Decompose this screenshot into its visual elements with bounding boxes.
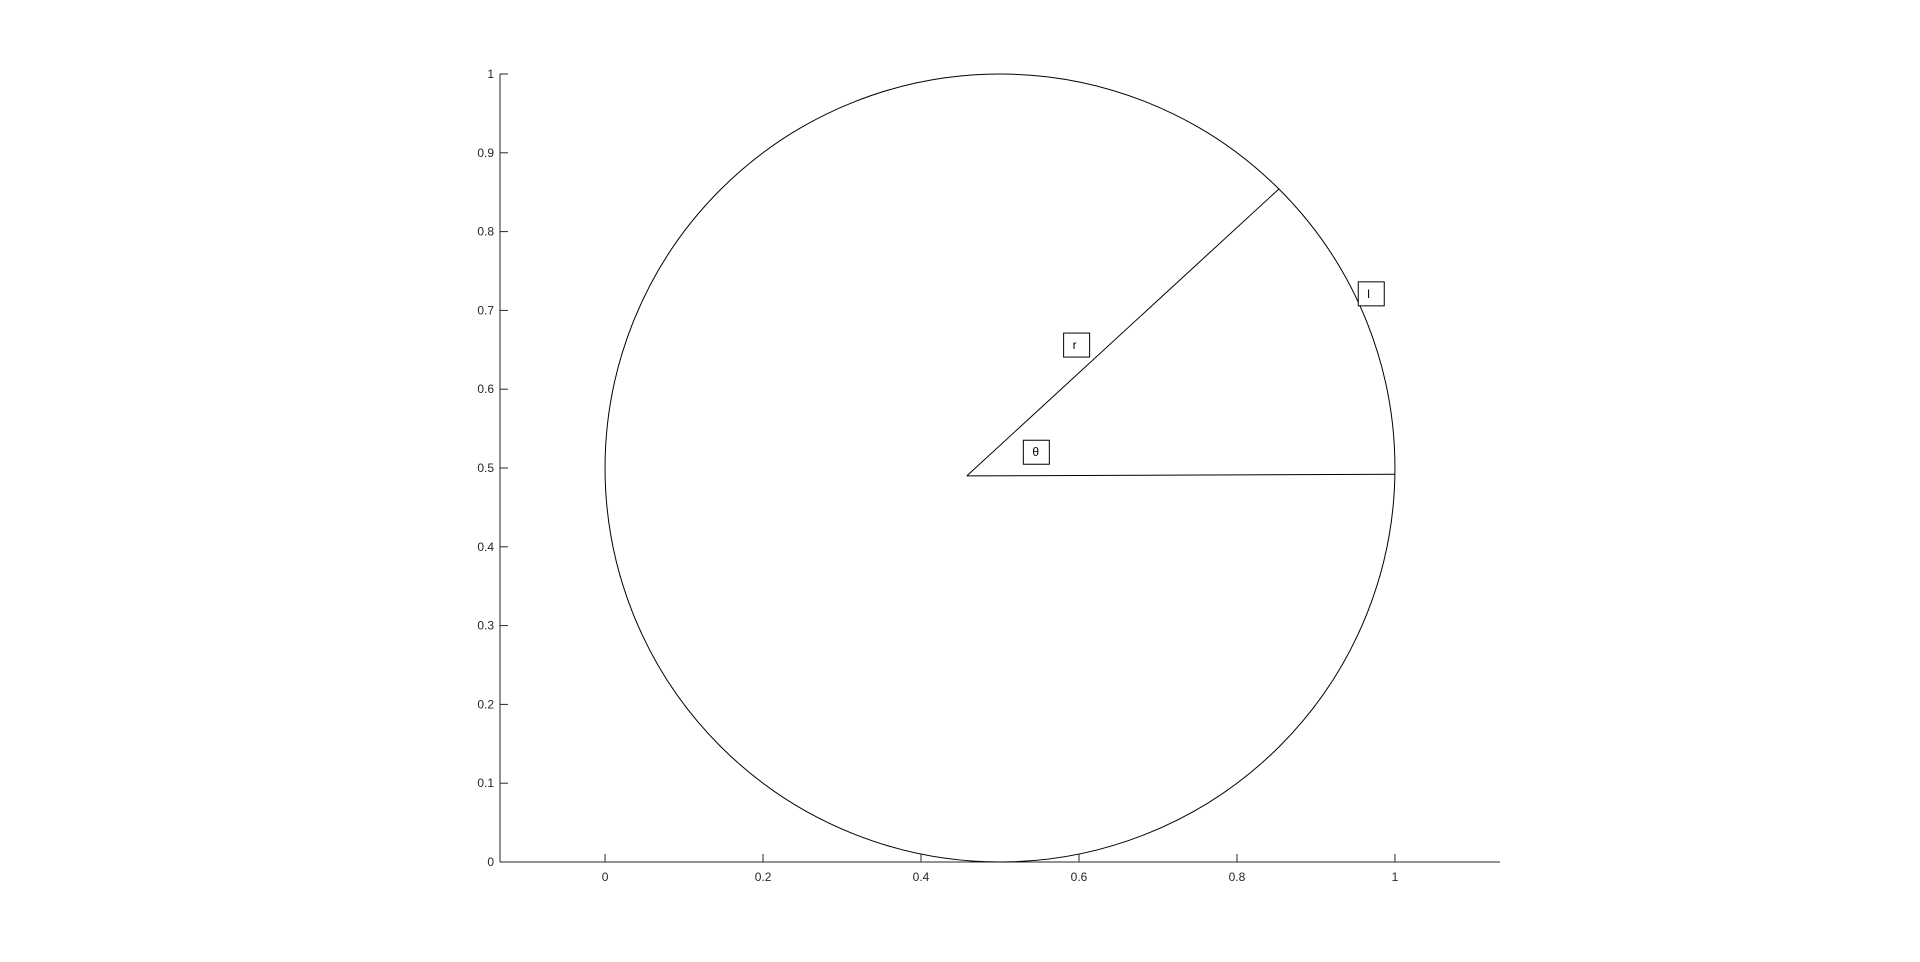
y-tick-label: 0.2 bbox=[477, 697, 494, 711]
y-tick-label: 0.1 bbox=[477, 776, 494, 790]
plot-area: 0 0.2 0.4 0.6 0.8 1 0 0.1 0.2 0.3 0.4 0.5 0.6 0.7 0.8… bbox=[477, 67, 1500, 884]
y-tick-label: 0.4 bbox=[477, 540, 494, 554]
y-tick-label: 1 bbox=[487, 67, 494, 81]
annotation-label: r bbox=[1073, 338, 1077, 352]
annotation-label: l bbox=[1367, 287, 1370, 301]
x-tick-label: 0.4 bbox=[913, 870, 930, 884]
y-axis-ticks: 0 0.1 0.2 0.3 0.4 0.5 0.6 0.7 0.8 0.9 1 bbox=[477, 67, 508, 869]
y-tick-label: 0.6 bbox=[477, 382, 494, 396]
x-tick-label: 0 bbox=[602, 870, 609, 884]
y-tick-label: 0.5 bbox=[477, 461, 494, 475]
y-tick-label: 0.8 bbox=[477, 225, 494, 239]
x-tick-label: 0.2 bbox=[755, 870, 772, 884]
annotation-box bbox=[1022, 439, 1050, 465]
x-tick-label: 0.6 bbox=[1071, 870, 1088, 884]
annotation-theta: θ bbox=[1022, 439, 1050, 465]
y-tick-label: 0 bbox=[487, 855, 494, 869]
x-tick-label: 0.8 bbox=[1229, 870, 1246, 884]
y-tick-label: 0.9 bbox=[477, 146, 494, 160]
annotations: r θ l bbox=[1022, 281, 1385, 465]
annotation-r: r bbox=[1063, 332, 1091, 358]
annotation-label: θ bbox=[1032, 445, 1039, 459]
annotation-box bbox=[1063, 332, 1091, 358]
x-axis-ticks: 0 0.2 0.4 0.6 0.8 1 bbox=[602, 854, 1399, 884]
circle-outline bbox=[604, 73, 1396, 863]
annotation-l: l bbox=[1357, 281, 1385, 307]
annotation-box bbox=[1357, 281, 1385, 307]
radius-line bbox=[966, 188, 1280, 477]
x-tick-label: 1 bbox=[1392, 870, 1399, 884]
y-tick-label: 0.7 bbox=[477, 303, 494, 317]
y-tick-label: 0.3 bbox=[477, 619, 494, 633]
sector-baseline-line bbox=[966, 473, 1395, 477]
